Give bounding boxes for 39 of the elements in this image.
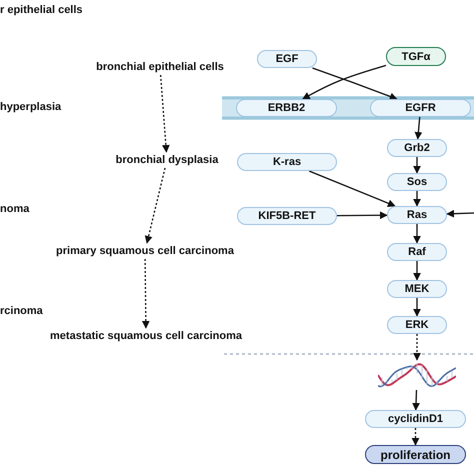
stage-label: bronchial epithelial cells — [96, 61, 224, 73]
protein-box: KIF5B-RET — [237, 207, 337, 225]
arrow — [302, 64, 386, 100]
protein-box: cyclidinD1 — [365, 410, 466, 428]
stage-label: hyperplasia — [0, 101, 62, 113]
arrow — [144, 168, 166, 244]
protein-box: Sos — [387, 173, 447, 191]
stage-label: metastatic squamous cell carcinoma — [50, 330, 242, 342]
arrow — [312, 67, 398, 100]
arrow — [446, 210, 474, 218]
arrow — [413, 261, 421, 281]
stage-label: rcinoma — [0, 305, 43, 317]
arrow — [413, 191, 421, 207]
arrow — [413, 224, 421, 244]
arrow — [160, 74, 170, 153]
protein-box: Grb2 — [387, 139, 447, 157]
protein-box: EGFR — [370, 99, 471, 117]
protein-box: K-ras — [237, 153, 337, 171]
arrow — [414, 116, 422, 140]
arrow — [308, 170, 396, 207]
protein-box: Raf — [387, 243, 447, 261]
stage-label: primary squamous cell carcinoma — [56, 245, 234, 257]
arrow — [412, 428, 420, 446]
protein-box: ERBB2 — [236, 99, 337, 117]
stage-label: bronchial dysplasia — [116, 154, 218, 166]
protein-box: EGF — [257, 50, 317, 68]
protein-box: ERK — [387, 316, 447, 334]
arrow — [413, 298, 421, 317]
protein-box: Ras — [387, 206, 447, 224]
arrow — [142, 259, 150, 329]
protein-box: proliferation — [365, 445, 466, 464]
arrow — [412, 390, 420, 411]
arrow — [337, 211, 388, 220]
stage-label: noma — [0, 203, 30, 215]
arrow — [413, 334, 421, 361]
arrow — [413, 157, 421, 174]
protein-box: TGFα — [386, 47, 446, 66]
protein-box: MEK — [387, 280, 447, 298]
stage-label: r epithelial cells — [0, 4, 83, 16]
